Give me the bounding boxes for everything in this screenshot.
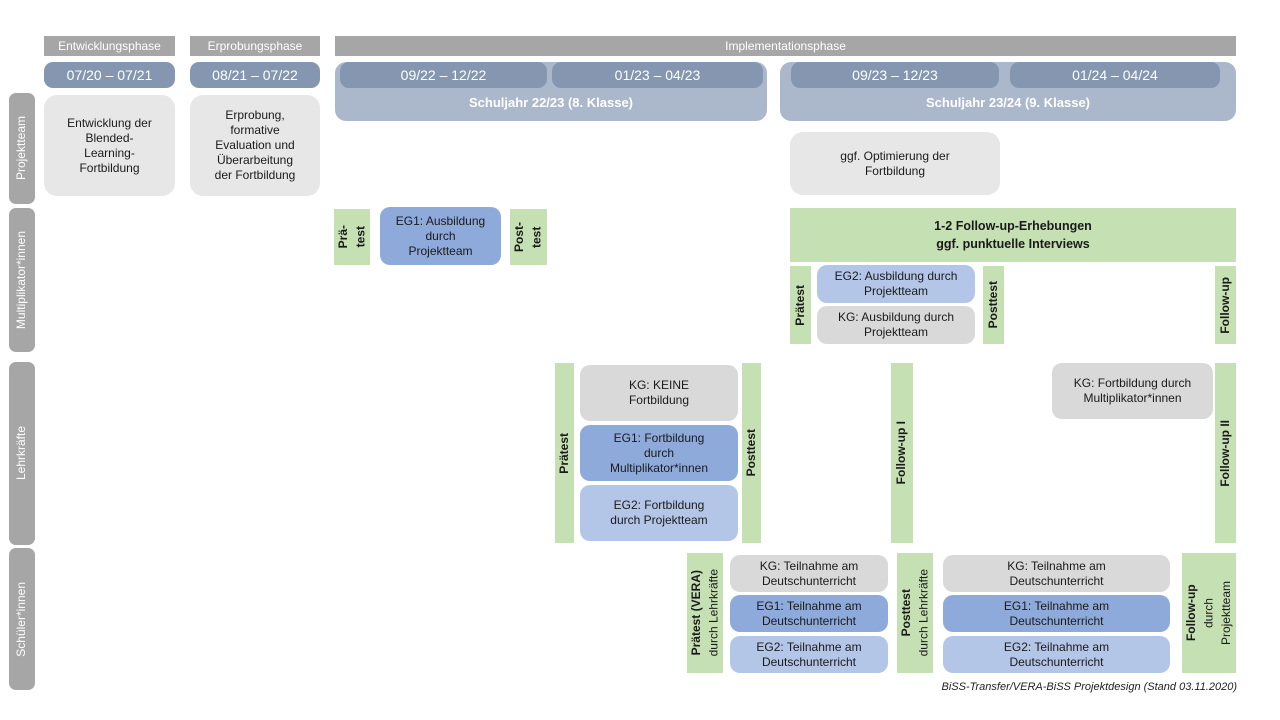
task-box-kg-teilnahme-2: KG: Teilnahme am Deutschunterricht — [943, 555, 1170, 592]
date-range-09-23-12-23: 09/23 – 12/23 — [791, 62, 999, 88]
task-box-erprobung-evaluation: Erprobung, formative Evaluation und Über… — [190, 95, 320, 196]
posttest-bar-schueler: Posttest durch Lehrkräfte — [897, 553, 933, 673]
task-box-kg-ausbildung: KG: Ausbildung durch Projektteam — [817, 306, 975, 344]
posttest-2-text: Posttest — [985, 281, 1000, 329]
praetest-line-1: Prä- — [335, 225, 350, 249]
date-range-09-22-12-22: 09/22 – 12/22 — [340, 62, 547, 88]
task-box-optimierung-fortbildung: ggf. Optimierung der Fortbildung — [790, 132, 1000, 195]
followup2-text: Follow-up II — [1217, 419, 1232, 487]
praetest-bar-lehrkraefte: Prätest — [555, 363, 574, 543]
date-range-01-23-04-23: 01/23 – 04/23 — [552, 62, 763, 88]
praetest-vera-sub-text: durch Lehrkräfte — [706, 569, 720, 657]
date-range-07-20-07-21: 07/20 – 07/21 — [44, 62, 175, 88]
row-label-multiplikatorinnen-text: Multiplikator*innen — [14, 230, 29, 330]
task-box-eg2-teilnahme-1: EG2: Teilnahme am Deutschunterricht — [730, 636, 888, 673]
school-year-label-22-23: Schuljahr 22/23 (8. Klasse) — [468, 95, 634, 110]
row-label-schuelerinnen: Schüler*innen — [9, 548, 35, 690]
row-label-lehrkraefte-text: Lehrkräfte — [14, 426, 29, 481]
phase-bar-implementationsphase: Implementationsphase — [335, 36, 1236, 56]
task-box-eg2-teilnahme-2: EG2: Teilnahme am Deutschunterricht — [943, 636, 1170, 673]
posttest-bar-multiplikator-2: Posttest — [983, 266, 1004, 344]
praetest-bar-multiplikator-1: Prä- test — [334, 209, 370, 265]
praetest-vera-text: Prätest (VERA) — [688, 570, 703, 656]
diagram-caption: BiSS-Transfer/VERA-BiSS Projektdesign (S… — [941, 681, 1237, 693]
row-label-lehrkraefte: Lehrkräfte — [9, 362, 35, 545]
praetest-2-text: Prätest — [792, 284, 807, 326]
praetest-lehrkraefte-text: Prätest — [556, 432, 571, 474]
school-year-label-23-24: Schuljahr 23/24 (9. Klasse) — [925, 95, 1091, 110]
task-box-kg-keine-fortbildung: KG: KEINE Fortbildung — [580, 365, 738, 421]
date-range-08-21-07-22: 08/21 – 07/22 — [190, 62, 320, 88]
task-box-eg2-ausbildung: EG2: Ausbildung durch Projektteam — [817, 265, 975, 303]
followup-bar-schueler: Follow-up durch Projektteam — [1182, 553, 1236, 673]
posttest-schueler-sub-text: durch Lehrkräfte — [916, 569, 930, 657]
posttest-lehrkraefte-text: Posttest — [743, 429, 758, 477]
praetest-bar-multiplikator-2: Prätest — [790, 266, 811, 344]
task-box-kg-fortbildung-multiplikator: KG: Fortbildung durch Multiplikator*inne… — [1052, 363, 1213, 419]
followup-bar-multiplikator: Follow-up — [1215, 266, 1236, 344]
posttest-schueler-text: Posttest — [898, 589, 913, 637]
praetest-line-2: test — [353, 226, 367, 248]
row-label-multiplikatorinnen: Multiplikator*innen — [9, 208, 35, 352]
row-label-schuelerinnen-text: Schüler*innen — [14, 581, 29, 657]
posttest-bar-multiplikator-1: Post- test — [510, 209, 547, 265]
followup-erhebungen-bar: 1-2 Follow-up-Erhebungen ggf. punktuelle… — [790, 208, 1236, 262]
followup2-bar-lehrkraefte: Follow-up II — [1215, 363, 1236, 543]
praetest-vera-bar: Prätest (VERA) durch Lehrkräfte — [687, 553, 723, 673]
followup1-bar-lehrkraefte: Follow-up I — [891, 363, 913, 543]
task-box-kg-teilnahme-1: KG: Teilnahme am Deutschunterricht — [730, 555, 888, 592]
followup1-text: Follow-up I — [894, 421, 909, 485]
phase-bar-entwicklungsphase: Entwicklungsphase — [44, 36, 175, 56]
task-box-eg1-fortbildung: EG1: Fortbildung durch Multiplikator*inn… — [580, 425, 738, 481]
task-box-eg1-teilnahme-1: EG1: Teilnahme am Deutschunterricht — [730, 595, 888, 632]
date-range-01-24-04-24: 01/24 – 04/24 — [1010, 62, 1220, 88]
posttest-line-2: test — [529, 226, 544, 248]
row-label-projektteam-text: Projektteam — [14, 116, 29, 181]
task-box-eg1-ausbildung: EG1: Ausbildung durch Projektteam — [380, 207, 501, 265]
posttest-line-1: Post- — [512, 222, 527, 252]
task-box-eg2-fortbildung: EG2: Fortbildung durch Projektteam — [580, 485, 738, 541]
followup-schueler-sub1-text: durch — [1201, 597, 1216, 629]
task-box-entwicklung-fortbildung: Entwicklung der Blended- Learning- Fortb… — [44, 95, 175, 196]
followup-schueler-text: Follow-up — [1183, 584, 1198, 642]
followup-schueler-sub2-text: Projektteam — [1218, 580, 1233, 646]
followup-multiplikator-text: Follow-up — [1217, 276, 1232, 334]
phase-bar-erprobungsphase: Erprobungsphase — [190, 36, 320, 56]
task-box-eg1-teilnahme-2: EG1: Teilnahme am Deutschunterricht — [943, 595, 1170, 632]
row-label-projektteam: Projektteam — [9, 93, 35, 204]
posttest-bar-lehrkraefte: Posttest — [742, 363, 761, 543]
